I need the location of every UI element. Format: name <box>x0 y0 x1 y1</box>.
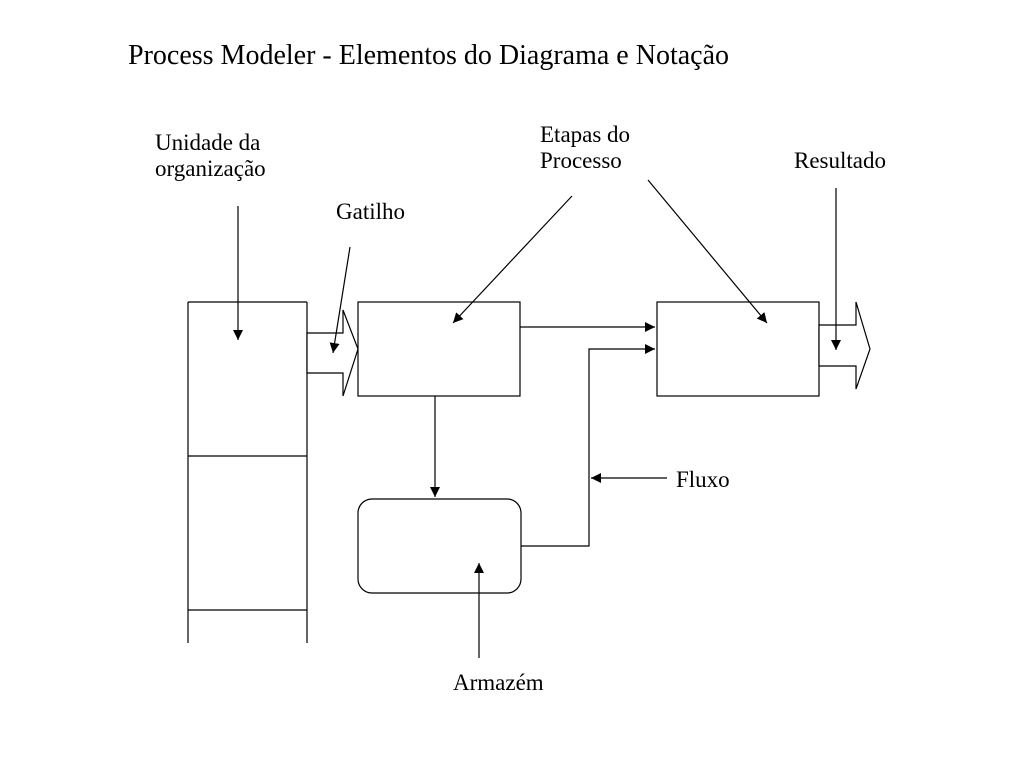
flow-label: Fluxo <box>676 467 730 492</box>
org-unit-label-line: organização <box>155 156 266 181</box>
org-unit-lane <box>187 301 308 643</box>
page-title: Process Modeler - Elementos do Diagrama … <box>128 40 730 71</box>
trigger-pointer <box>329 246 351 354</box>
trigger-label: Gatilho <box>336 199 405 224</box>
flow-connectors <box>430 322 655 547</box>
trigger-block-arrow <box>306 309 359 397</box>
result-block-arrow <box>818 301 871 390</box>
result-label: Resultado <box>794 148 886 173</box>
process-step-box <box>357 301 521 397</box>
store-box <box>357 498 522 594</box>
process-steps-label-line: Processo <box>540 148 622 173</box>
store-label: Armazém <box>453 670 544 695</box>
process-steps-label-line: Etapas do <box>540 122 631 147</box>
process-steps-pointer <box>647 179 768 324</box>
flow-arrow <box>521 344 655 547</box>
org-unit-label: Unidade da organização <box>155 130 266 182</box>
process-step-box <box>656 301 820 397</box>
process-steps-label: Etapas do Processo <box>540 122 630 174</box>
annotation-pointers <box>233 179 841 658</box>
process-steps-pointer <box>452 195 573 324</box>
org-unit-label-line: Unidade da <box>155 130 261 155</box>
